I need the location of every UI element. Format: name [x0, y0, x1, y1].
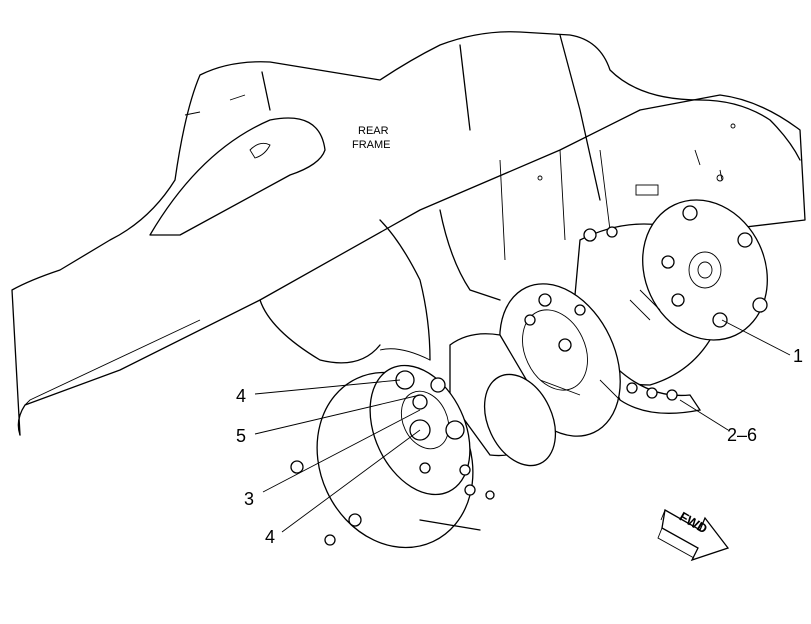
- leader-4a: [254, 379, 401, 395]
- frame-label-line2: FRAME: [352, 139, 391, 151]
- frame-label-line1: REAR: [358, 125, 389, 137]
- callout-3: 3: [244, 489, 254, 509]
- callout-5: 5: [236, 426, 246, 446]
- leader-3: [262, 409, 421, 493]
- leader-4b: [281, 429, 421, 533]
- callout-4-top: 4: [236, 386, 246, 406]
- leader-lines: [254, 319, 791, 533]
- callout-4-bottom: 4: [265, 527, 275, 547]
- fwd-arrow-icon: FWD: [657, 509, 730, 562]
- leader-5: [254, 394, 421, 435]
- rear-frame: [11, 31, 806, 436]
- drum: [449, 333, 557, 467]
- callout-1: 1: [793, 346, 803, 366]
- callout-2-6: 2–6: [727, 425, 757, 445]
- leader-1: [721, 319, 791, 356]
- leader-2-6: [679, 399, 729, 431]
